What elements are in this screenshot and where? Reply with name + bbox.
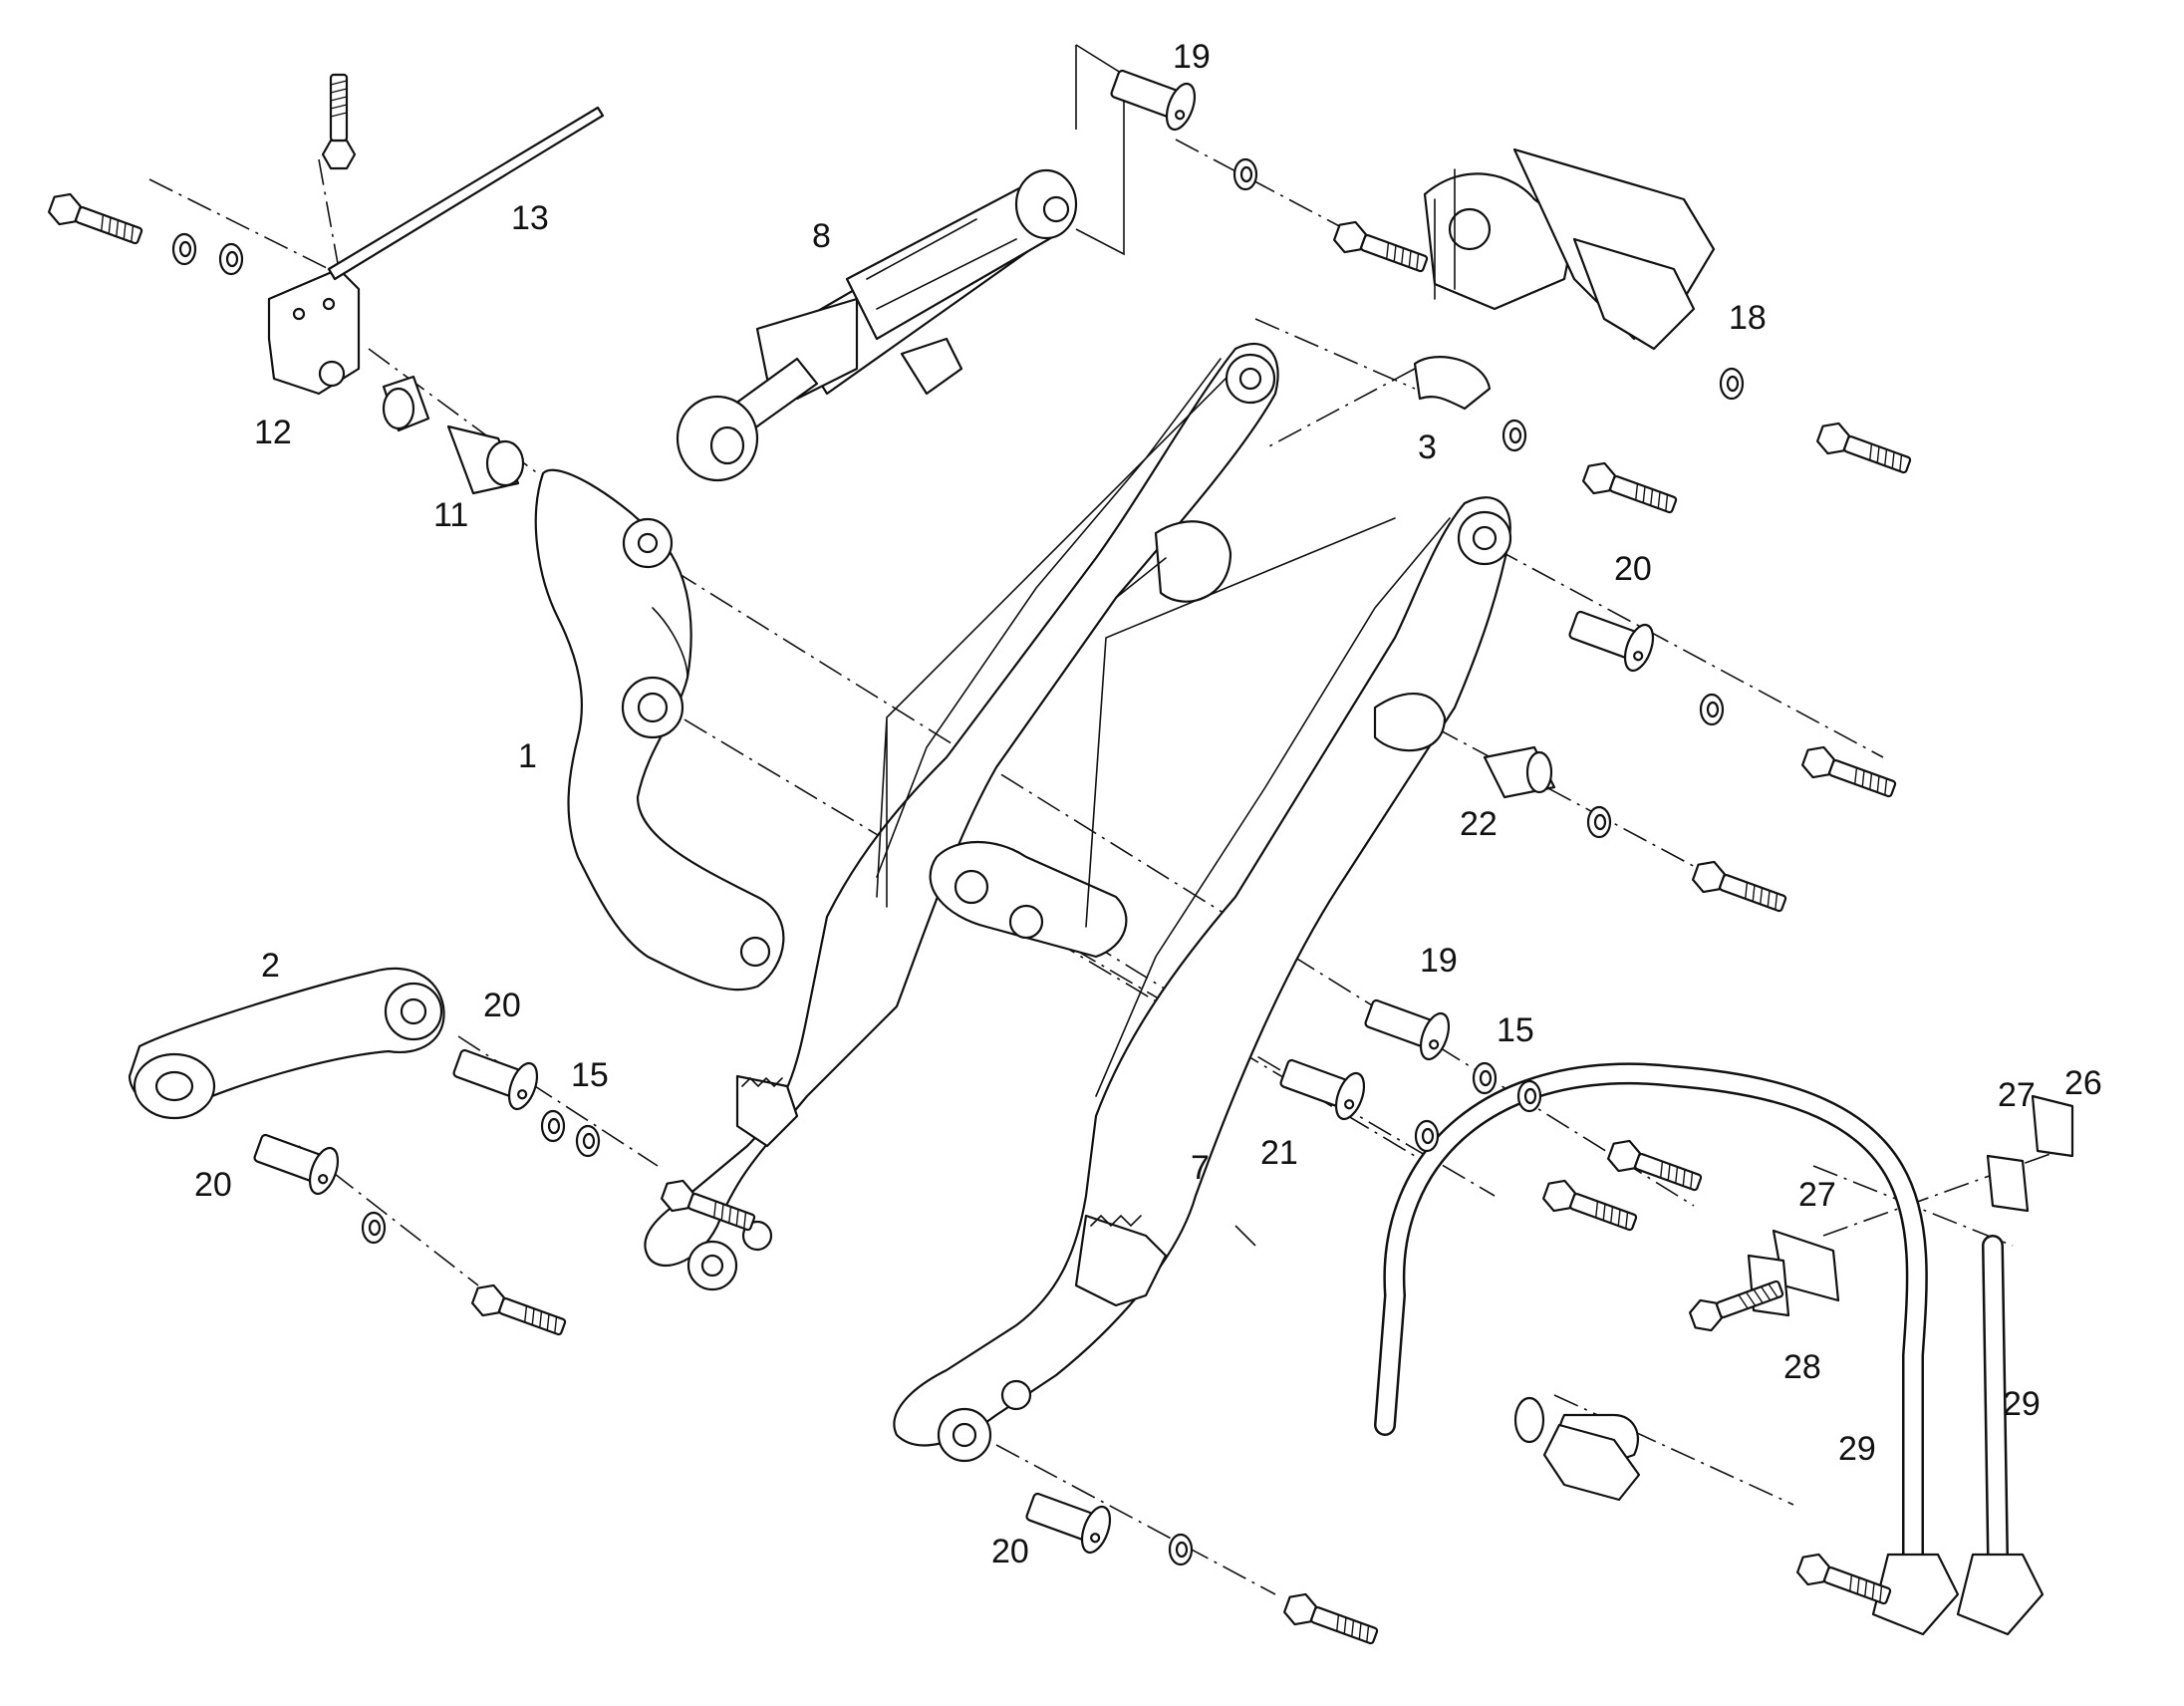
washer-22 — [1586, 805, 1612, 839]
callout-15-right: 15 — [1497, 1011, 1534, 1049]
callout-13: 13 — [511, 199, 549, 237]
bolt-19-mid — [1604, 1135, 1706, 1200]
bolt-20-right — [1798, 741, 1900, 806]
bolt-21 — [1539, 1175, 1641, 1240]
bracket-block — [267, 267, 361, 396]
boom-arm-left — [644, 343, 1279, 1291]
bolt-20-bottom — [1280, 1588, 1382, 1653]
callout-21: 21 — [1260, 1134, 1298, 1172]
clamp-27-28 — [1747, 1094, 2074, 1317]
washer-20-bottom — [1168, 1533, 1194, 1566]
callout-8: 8 — [812, 217, 831, 255]
callout-19-top: 19 — [1173, 38, 1211, 76]
callout-15-left: 15 — [571, 1056, 609, 1094]
pin-20-bottom — [1020, 1482, 1117, 1558]
washer-12b — [218, 242, 244, 276]
callout-28: 28 — [1783, 1348, 1821, 1386]
pin-21 — [1274, 1048, 1371, 1124]
hydraulic-hose — [1374, 1062, 2045, 1636]
bolt-12 — [45, 188, 146, 253]
callout-20-link: 20 — [483, 987, 521, 1024]
washer-19-top — [1232, 157, 1258, 191]
callout-29-right: 29 — [2003, 1385, 2041, 1423]
callout-22: 22 — [1460, 805, 1498, 843]
callout-20-bottom: 20 — [991, 1533, 1029, 1570]
guard-bracket — [1423, 147, 1716, 351]
cap-3 — [1413, 356, 1492, 411]
washer-15d — [575, 1124, 601, 1158]
callout-7: 7 — [1191, 1149, 1210, 1187]
bolt-19-top — [1330, 216, 1432, 281]
callout-11: 11 — [433, 496, 468, 534]
boom-arm-right — [893, 496, 1512, 1463]
washer-3 — [1502, 419, 1527, 452]
callout-18: 18 — [1729, 299, 1767, 337]
bolt-18 — [1813, 418, 1915, 482]
callout-1: 1 — [518, 737, 537, 775]
pin-20-lower — [248, 1123, 345, 1199]
washer-20-right — [1699, 693, 1725, 726]
washer-15c — [540, 1109, 566, 1143]
rod-13 — [327, 106, 605, 281]
pin-19-mid — [1359, 989, 1456, 1064]
washer-18 — [1719, 367, 1745, 401]
pin-22 — [1483, 745, 1556, 799]
link-arm — [128, 967, 445, 1120]
bolt-flange — [1793, 1549, 1895, 1613]
callouts: 1 2 3 7 8 11 12 13 15 15 18 19 19 20 20 … — [194, 38, 2102, 1570]
callout-20-lower: 20 — [194, 1166, 232, 1204]
pin-20-link — [447, 1038, 544, 1114]
hydraulic-cylinder — [676, 168, 1078, 482]
washer-20-lower — [361, 1211, 387, 1245]
callout-29-left: 29 — [1838, 1430, 1876, 1468]
callout-27-top: 27 — [1998, 1076, 2036, 1114]
callout-27-mid: 27 — [1798, 1176, 1836, 1214]
callout-2: 2 — [261, 947, 280, 985]
callout-26: 26 — [2064, 1064, 2102, 1102]
pin-20-right — [1563, 600, 1660, 676]
bolt-12-top — [321, 73, 357, 170]
washer-15b — [1516, 1079, 1542, 1113]
bolt-20-lower — [468, 1280, 570, 1344]
callout-20-right: 20 — [1614, 550, 1652, 588]
bushing-11 — [382, 375, 525, 495]
washer-15a — [1472, 1061, 1498, 1095]
bolt-22 — [1689, 856, 1790, 921]
bolt-3 — [1579, 457, 1681, 522]
washer-21 — [1414, 1119, 1440, 1153]
callout-19-mid: 19 — [1420, 942, 1458, 980]
flange-adapter — [1513, 1396, 1641, 1502]
washer-12a — [171, 232, 197, 266]
cross-tube — [876, 378, 1396, 959]
callout-12: 12 — [254, 414, 292, 451]
bellcrank-lever — [534, 468, 785, 992]
callout-3: 3 — [1418, 428, 1437, 466]
